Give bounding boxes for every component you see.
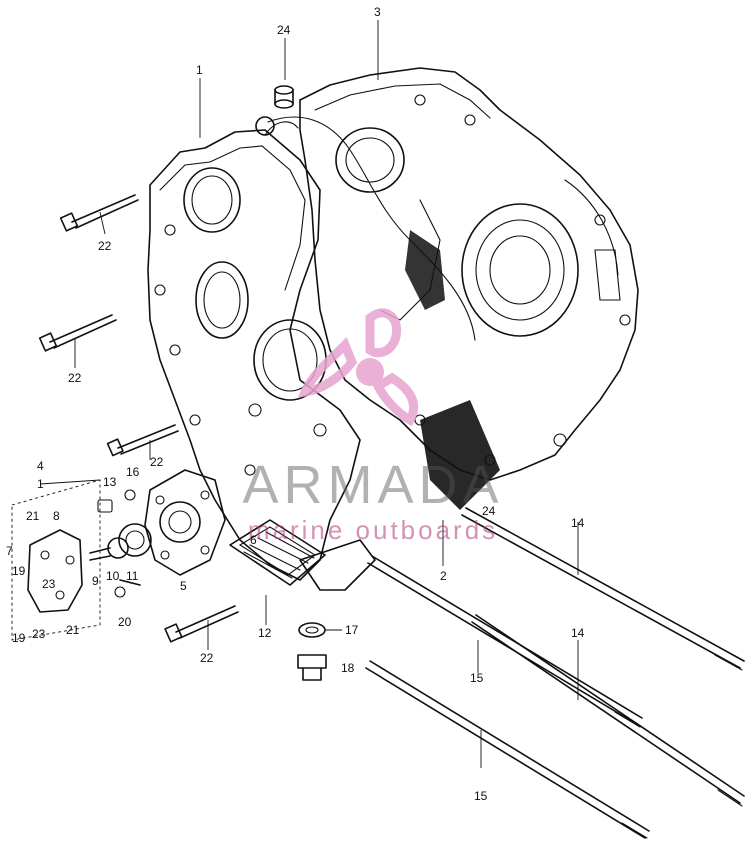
callout-1: 1 — [196, 63, 203, 77]
armada-watermark: ARMADA marine outboards — [242, 308, 503, 545]
callout-8: 8 — [53, 509, 60, 523]
callout-14-mid: 14 — [571, 626, 585, 640]
callout-21-lower: 21 — [66, 623, 80, 637]
bolts-22 — [38, 194, 239, 643]
callout-22-bottom: 22 — [200, 651, 214, 665]
leader-lines — [39, 20, 579, 768]
callout-19-upper: 19 — [12, 564, 26, 578]
callout-22-mid: 22 — [68, 371, 82, 385]
callout-14-top: 14 — [571, 516, 585, 530]
armada-logo — [297, 308, 419, 427]
callout-5: 5 — [180, 579, 187, 593]
callout-23-lower: 23 — [32, 627, 46, 641]
callout-13: 13 — [103, 475, 117, 489]
callout-12: 12 — [258, 626, 272, 640]
callout-17: 17 — [345, 623, 359, 637]
callout-23-upper: 23 — [42, 577, 56, 591]
oil-strainer-screen — [229, 519, 376, 591]
callout-2: 2 — [440, 569, 447, 583]
long-studs — [365, 507, 745, 839]
callout-22-top: 22 — [98, 239, 112, 253]
callout-4: 4 — [37, 459, 44, 473]
watermark-brand: ARMADA — [242, 455, 503, 515]
crankcase-left-half — [147, 116, 361, 581]
drain-plug-and-washer — [297, 622, 327, 681]
oil-pump-assembly — [11, 469, 226, 641]
callout-19-lower: 19 — [12, 631, 26, 645]
callout-15-mid: 15 — [470, 671, 484, 685]
callout-18: 18 — [341, 661, 355, 675]
callout-3: 3 — [374, 5, 381, 19]
callout-16: 16 — [126, 465, 140, 479]
callout-21-upper: 21 — [26, 509, 40, 523]
callout-24-top: 24 — [277, 23, 291, 37]
callout-10: 10 — [106, 569, 120, 583]
watermark-tagline: marine outboards — [248, 515, 498, 545]
callout-24-right: 24 — [482, 504, 496, 518]
callout-labels: 1 2 3 4 1 5 6 7 8 9 10 11 12 13 14 14 15… — [6, 5, 585, 803]
dowel-pin-24 — [274, 85, 294, 109]
callout-20: 20 — [118, 615, 132, 629]
callout-11: 11 — [126, 569, 139, 583]
callout-6: 6 — [250, 533, 257, 547]
callout-22-right: 22 — [150, 455, 164, 469]
callout-7: 7 — [6, 544, 13, 558]
crankcase-right-half — [267, 67, 639, 510]
callout-4-sub: 1 — [37, 477, 44, 491]
callout-15-bottom: 15 — [474, 789, 488, 803]
callout-9: 9 — [92, 574, 99, 588]
